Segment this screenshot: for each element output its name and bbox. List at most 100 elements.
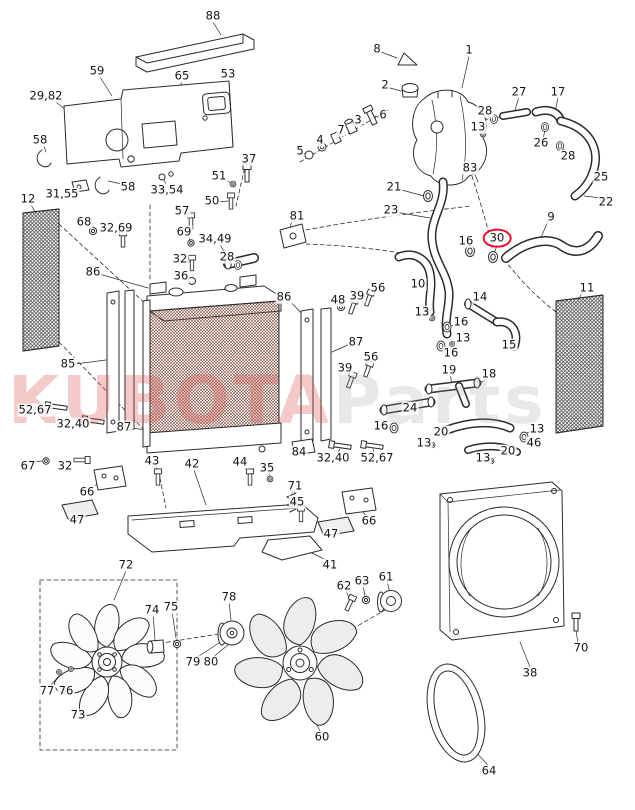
part-label-13-53: 13 — [469, 119, 487, 134]
upper-bracket — [135, 33, 255, 73]
cooling-fan-60 — [234, 597, 364, 726]
part-label-4-62: 4 — [315, 132, 325, 147]
part-label-15-77: 15 — [500, 337, 518, 352]
part-label-42-36: 42 — [183, 456, 201, 471]
part-label-16-82: 16 — [372, 418, 390, 433]
part-label-32-69-15: 32,69 — [98, 220, 134, 235]
part-label-45-40: 45 — [288, 494, 306, 509]
part-label-36-21: 36 — [172, 268, 190, 283]
part-label-50-11: 50 — [203, 193, 221, 208]
part-label-8-47: 8 — [372, 41, 382, 56]
part-label-11-89: 11 — [578, 280, 596, 295]
part-label-13-73: 13 — [413, 304, 431, 319]
tube-27 — [499, 108, 531, 120]
part-label-85-24: 85 — [59, 356, 77, 371]
part-label-21-64: 21 — [385, 179, 403, 194]
part-label-68-14: 68 — [75, 214, 93, 229]
part-label-60-102: 60 — [313, 729, 331, 744]
clips-58 — [36, 149, 110, 195]
hose-9 — [501, 231, 603, 263]
part-label-9-68: 9 — [546, 209, 556, 224]
fan-72-box — [39, 579, 178, 751]
part-label-16-66: 16 — [457, 233, 475, 248]
part-label-66-33: 66 — [78, 484, 96, 499]
part-label-37-9: 37 — [240, 151, 258, 166]
part-label-26-54: 26 — [532, 135, 550, 150]
part-label-22-58: 22 — [597, 194, 615, 209]
pulley-78 — [217, 620, 245, 646]
side-brackets-right — [300, 307, 332, 444]
part-label-78-93: 78 — [220, 589, 238, 604]
lower-crossmember — [127, 503, 323, 561]
part-label-57-12: 57 — [173, 203, 191, 218]
part-label-43-35: 43 — [143, 453, 161, 468]
side-screen-left — [22, 208, 60, 352]
part-label-32-32: 32 — [56, 458, 74, 473]
part-label-1-48: 1 — [464, 42, 474, 57]
part-label-46-87: 46 — [525, 435, 543, 450]
part-label-56-28: 56 — [362, 349, 380, 364]
part-label-32-20: 32 — [171, 251, 189, 266]
part-label-66-42: 66 — [360, 513, 378, 528]
fan-shroud — [439, 481, 565, 641]
part-label-2-49: 2 — [380, 77, 390, 92]
spacer-74 — [146, 639, 165, 654]
part-label-29-82-4: 29,82 — [28, 88, 64, 103]
radiator — [142, 274, 282, 454]
part-label-73-98: 73 — [69, 707, 87, 722]
bracket-81 — [279, 223, 307, 249]
part-label-86-23: 86 — [275, 289, 293, 304]
part-label-64-105: 64 — [480, 763, 498, 778]
part-label-13-84: 13 — [415, 435, 433, 450]
front-panel — [63, 80, 234, 168]
part-label-70-104: 70 — [572, 640, 590, 655]
part-label-88-0: 88 — [204, 8, 222, 23]
part-label-75-92: 75 — [162, 599, 180, 614]
part-label-71-39: 71 — [286, 478, 304, 493]
part-label-28-55: 28 — [559, 148, 577, 163]
fan-belt — [426, 663, 486, 763]
part-label-10-69: 10 — [409, 276, 427, 291]
part-label-38-103: 38 — [521, 665, 539, 680]
part-label-17-51: 17 — [549, 84, 567, 99]
part-label-53-3: 53 — [219, 66, 237, 81]
part-label-28-52: 28 — [476, 103, 494, 118]
cooling-fan-72 — [50, 603, 165, 719]
part-label-83-56: 83 — [461, 160, 479, 175]
part-label-84-44: 84 — [290, 444, 308, 459]
part-label-39-27: 39 — [336, 360, 354, 375]
part-label-12-13: 12 — [19, 191, 37, 206]
part-label-44-37: 44 — [231, 454, 249, 469]
part-label-72-90: 72 — [117, 557, 135, 572]
part-label-27-50: 27 — [510, 84, 528, 99]
side-screen-right — [555, 294, 604, 434]
part-label-13-76: 13 — [454, 330, 472, 345]
tank-cap — [401, 83, 419, 98]
part-label-69-16: 69 — [175, 224, 193, 239]
fastener-33-54 — [158, 173, 166, 181]
part-label-47-34: 47 — [68, 512, 86, 527]
part-label-56-70: 56 — [369, 280, 387, 295]
part-label-28-19: 28 — [218, 249, 236, 264]
part-label-7-61: 7 — [336, 122, 346, 137]
part-label-25-57: 25 — [592, 169, 610, 184]
part-label-20-83: 20 — [432, 424, 450, 439]
part-label-16-78: 16 — [442, 345, 460, 360]
part-label-52-67-46: 52,67 — [359, 450, 395, 465]
part-label-23-65: 23 — [382, 202, 400, 217]
part-label-87-26: 87 — [115, 419, 133, 434]
part-label-19-79: 19 — [440, 362, 458, 377]
part-label-5-63: 5 — [295, 143, 305, 158]
hose-10 — [394, 250, 436, 317]
part-label-32-40-30: 32,40 — [55, 416, 91, 431]
tee-pipe-19 — [424, 377, 482, 408]
part-label-16-75: 16 — [452, 314, 470, 329]
fastener-33-54b — [168, 171, 174, 177]
part-label-58-6: 58 — [119, 179, 137, 194]
hose-23 — [427, 177, 454, 339]
part-label-20-86: 20 — [499, 443, 517, 458]
part-label-24-81: 24 — [401, 400, 419, 415]
pipe-14 — [464, 298, 501, 326]
